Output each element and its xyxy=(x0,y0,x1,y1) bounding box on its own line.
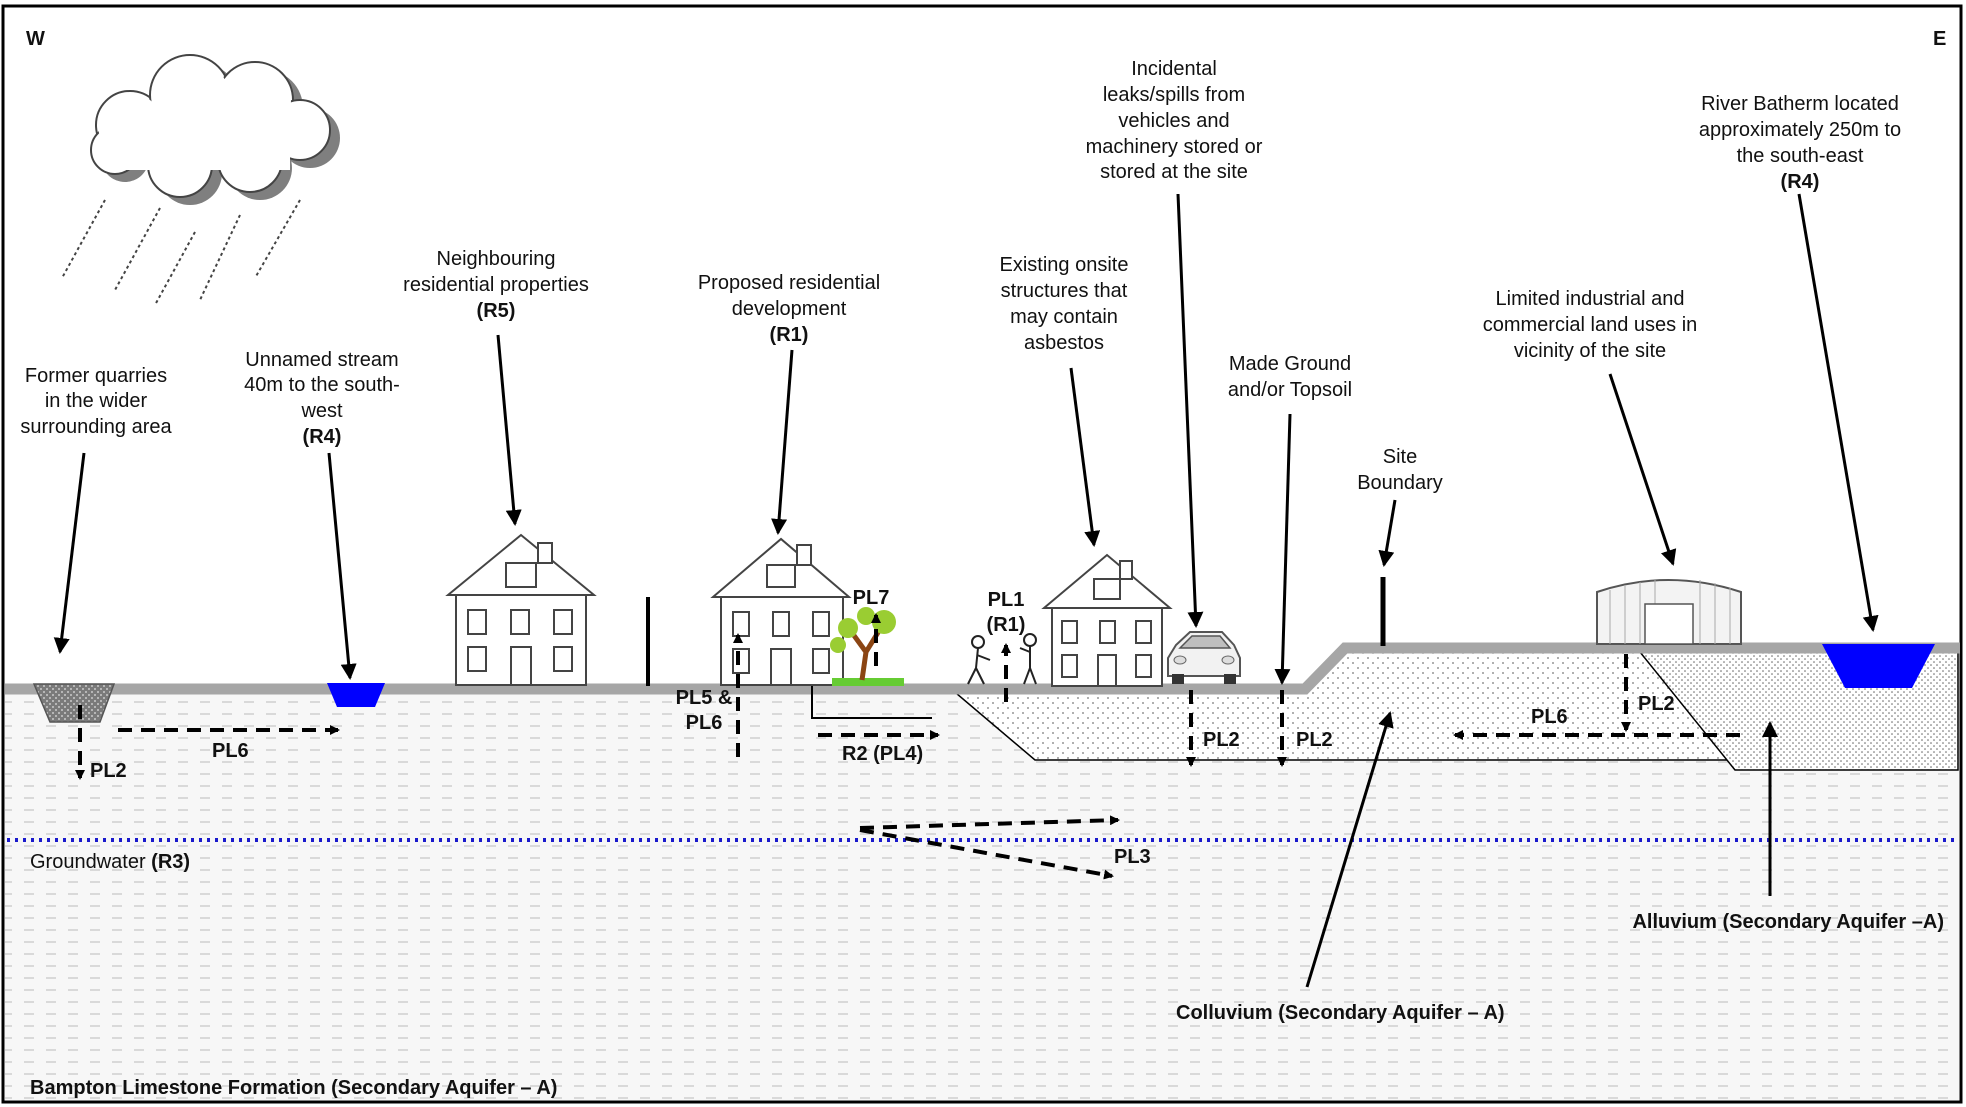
neighbouring-house-icon xyxy=(445,533,597,686)
asbestos-line-3: may contain xyxy=(1010,306,1118,328)
alluvium-label: Alluvium (Secondary Aquifer –A) xyxy=(1632,911,1944,933)
industrial-line-1: Limited industrial and xyxy=(1496,288,1685,310)
river-line-1: River Batherm located xyxy=(1701,93,1899,115)
car-icon xyxy=(1167,631,1241,684)
pl5-label: PL5 & xyxy=(676,687,733,709)
river-line-2: approximately 250m to xyxy=(1699,119,1901,141)
quarries-line-1: Former quarries xyxy=(25,365,167,387)
groundwater-label: Groundwater (R3) xyxy=(30,851,190,873)
asbestos-line-4: asbestos xyxy=(1024,332,1104,354)
quarries-line-3: surrounding area xyxy=(20,416,172,438)
river-line-3: the south-east xyxy=(1737,145,1864,167)
existing-structure-icon xyxy=(1041,553,1173,687)
neighbouring-line-2: residential properties xyxy=(403,274,589,296)
river-icon xyxy=(1822,644,1935,688)
quarries-line-2: in the wider xyxy=(45,390,148,412)
proposed-line-1: Proposed residential xyxy=(698,272,880,294)
asbestos-line-2: structures that xyxy=(1001,280,1128,302)
compass-east: E xyxy=(1933,28,1946,50)
river-code: (R4) xyxy=(1781,171,1820,193)
pl2-label-car: PL2 xyxy=(1203,729,1240,751)
incidental-line-4: machinery stored or xyxy=(1086,136,1263,158)
stream-code: (R4) xyxy=(303,426,342,448)
bampton-label: Bampton Limestone Formation (Secondary A… xyxy=(30,1077,557,1099)
pl2-label-industrial: PL2 xyxy=(1638,693,1675,715)
r2-service-pipe xyxy=(811,686,932,719)
people-icon xyxy=(967,633,1037,685)
quarry-icon xyxy=(32,683,116,723)
made-ground-line-2: and/or Topsoil xyxy=(1228,379,1352,401)
incidental-line-1: Incidental xyxy=(1131,58,1217,80)
site-boundary-line-1: Site xyxy=(1383,446,1417,468)
stream-line-1: Unnamed stream xyxy=(245,349,398,371)
neighbouring-line-1: Neighbouring xyxy=(437,248,556,270)
incidental-line-5: stored at the site xyxy=(1100,161,1248,183)
pl2-label-quarry: PL2 xyxy=(90,760,127,782)
stream-line-3: west xyxy=(300,400,343,422)
stream-line-2: 40m to the south- xyxy=(244,374,400,396)
pl1-code: (R1) xyxy=(987,614,1026,636)
pl7-label: PL7 xyxy=(853,587,890,609)
pl1-label: PL1 xyxy=(988,589,1025,611)
proposed-line-2: development xyxy=(732,298,847,320)
ground-surface xyxy=(5,642,1960,695)
industrial-line-2: commercial land uses in xyxy=(1483,314,1698,336)
incidental-line-3: vehicles and xyxy=(1118,110,1229,132)
proposed-code: (R1) xyxy=(770,324,809,346)
groundwater-code: (R3) xyxy=(151,851,190,873)
site-boundary-line-2: Boundary xyxy=(1357,472,1443,494)
r2-label: R2 (PL4) xyxy=(842,743,923,765)
pathway-arrows xyxy=(75,613,1740,880)
made-ground-line-1: Made Ground xyxy=(1229,353,1351,375)
pl2-label-made-ground: PL2 xyxy=(1296,729,1333,751)
industrial-shed-icon xyxy=(1596,579,1742,645)
colluvium-label: Colluvium (Secondary Aquifer – A) xyxy=(1176,1002,1505,1024)
pl6-label-west: PL6 xyxy=(212,740,249,762)
compass-west: W xyxy=(26,28,45,50)
industrial-line-3: vicinity of the site xyxy=(1514,340,1666,362)
incidental-line-2: leaks/spills from xyxy=(1103,84,1245,106)
pl3-label: PL3 xyxy=(1114,846,1151,868)
stream-icon xyxy=(327,683,385,707)
rain-cloud-icon xyxy=(61,54,340,306)
pl6-label-east: PL6 xyxy=(1531,706,1568,728)
pl5-label-2: PL6 xyxy=(686,712,723,734)
label-pointers xyxy=(53,193,1879,988)
asbestos-line-1: Existing onsite xyxy=(1000,254,1129,276)
neighbouring-code: (R5) xyxy=(477,300,516,322)
